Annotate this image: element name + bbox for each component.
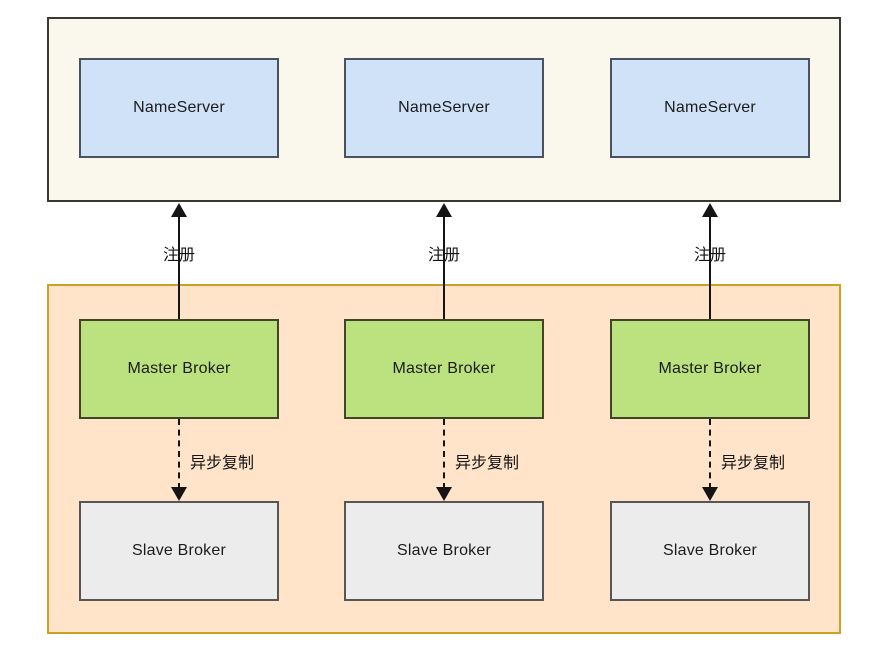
arrowhead-up-icon (436, 203, 452, 217)
slave-broker-box: Slave Broker (79, 501, 279, 601)
slave-broker-label: Slave Broker (397, 542, 491, 559)
master-broker-label: Master Broker (392, 360, 496, 377)
arrowhead-down-icon (702, 487, 718, 501)
arrowhead-up-icon (171, 203, 187, 217)
slave-broker-label: Slave Broker (663, 542, 757, 559)
slave-broker-label: Slave Broker (132, 542, 226, 559)
broker-cluster: Master Broker Master Broker Master Broke… (47, 284, 841, 634)
nameserver-cluster: NameServer NameServer NameServer (47, 17, 841, 202)
nameserver-box: NameServer (610, 58, 810, 158)
register-edge-label: 注册 (427, 247, 461, 264)
master-broker-label: Master Broker (658, 360, 762, 377)
master-broker-box: Master Broker (79, 319, 279, 419)
register-edge-label: 注册 (693, 247, 727, 264)
slave-broker-box: Slave Broker (344, 501, 544, 601)
replicate-arrow-line (709, 419, 711, 489)
register-arrow-line (709, 214, 711, 319)
master-broker-box: Master Broker (344, 319, 544, 419)
nameserver-box: NameServer (79, 58, 279, 158)
replicate-edge-label: 异步复制 (190, 455, 255, 472)
register-arrow-line (178, 214, 180, 319)
master-broker-label: Master Broker (127, 360, 231, 377)
arrowhead-up-icon (702, 203, 718, 217)
replicate-edge-label: 异步复制 (455, 455, 520, 472)
arrowhead-down-icon (171, 487, 187, 501)
nameserver-box: NameServer (344, 58, 544, 158)
nameserver-label: NameServer (133, 99, 225, 116)
arrowhead-down-icon (436, 487, 452, 501)
master-broker-box: Master Broker (610, 319, 810, 419)
nameserver-label: NameServer (398, 99, 490, 116)
replicate-arrow-line (178, 419, 180, 489)
register-arrow-line (443, 214, 445, 319)
slave-broker-box: Slave Broker (610, 501, 810, 601)
nameserver-label: NameServer (664, 99, 756, 116)
register-edge-label: 注册 (162, 247, 196, 264)
replicate-arrow-line (443, 419, 445, 489)
replicate-edge-label: 异步复制 (721, 455, 786, 472)
